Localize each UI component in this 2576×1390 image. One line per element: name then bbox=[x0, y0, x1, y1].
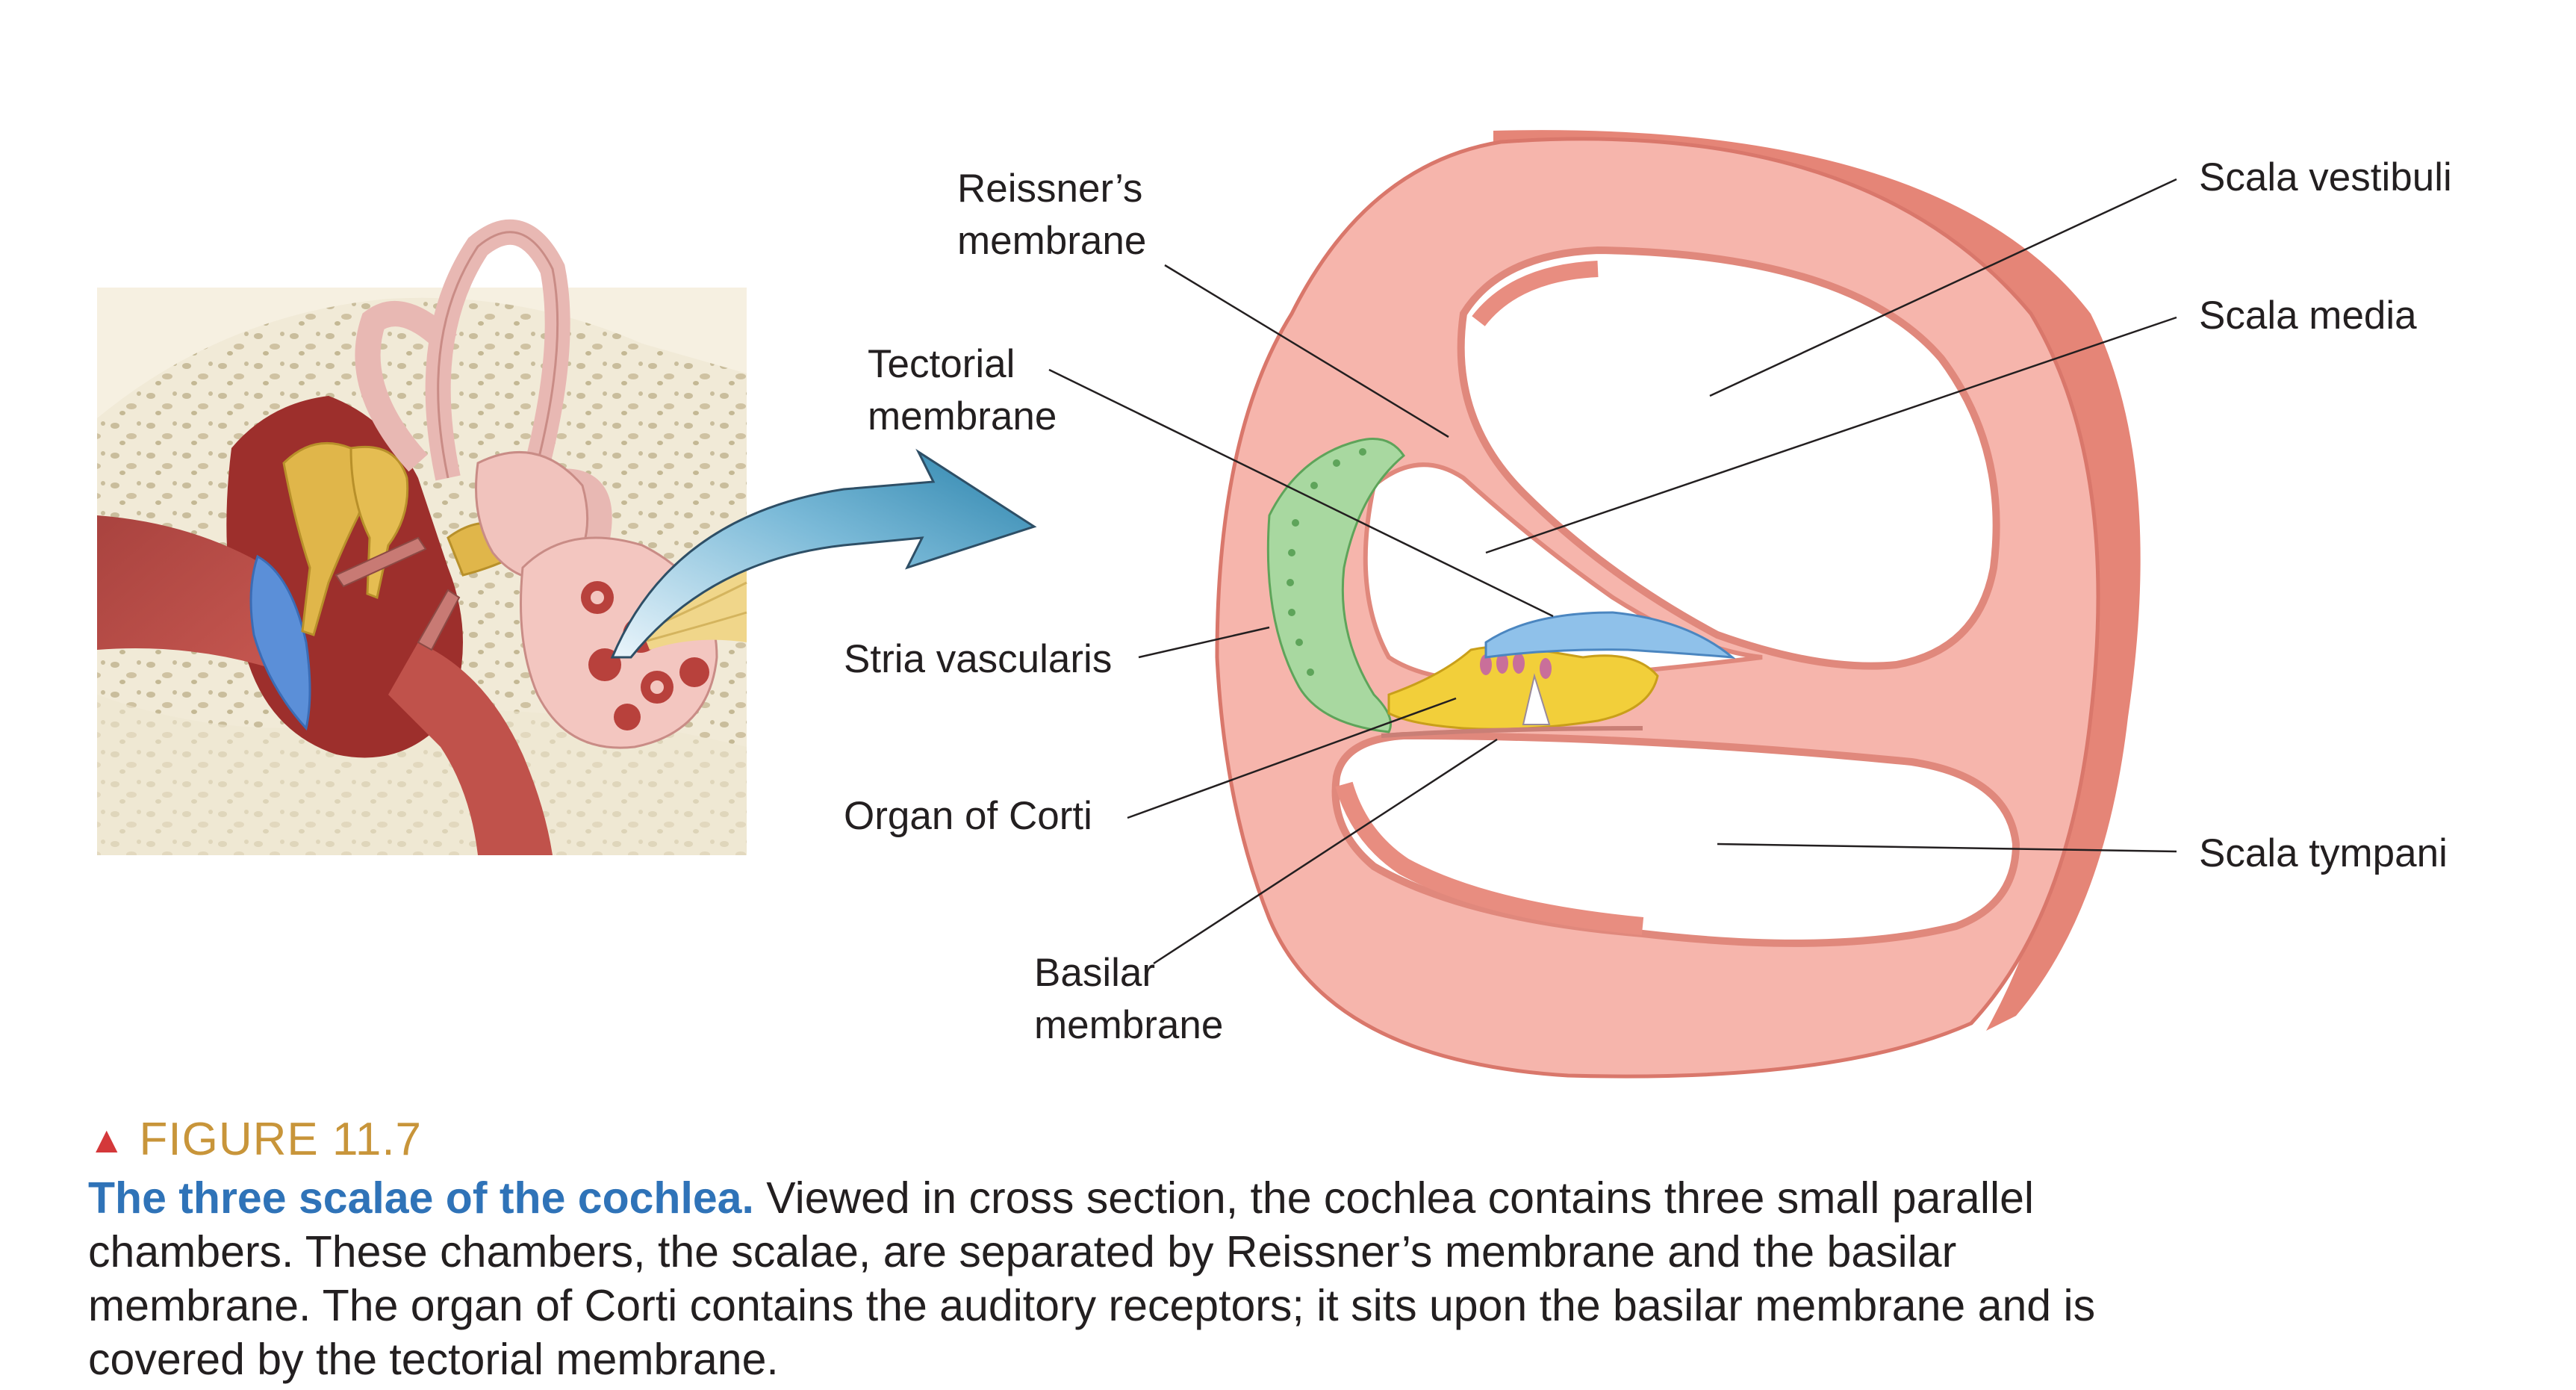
figure-number-text: FIGURE 11.7 bbox=[139, 1114, 423, 1165]
leader-tectorial bbox=[1048, 368, 1554, 618]
incus bbox=[349, 445, 409, 600]
label-line: Tectorial bbox=[868, 342, 1015, 386]
label-line: Reissner’s bbox=[957, 167, 1143, 211]
cochlea-cross-section bbox=[1215, 130, 2141, 1079]
figure-caption: The three scalae of the cochlea. Viewed … bbox=[88, 1171, 2104, 1386]
label-line: membrane bbox=[957, 219, 1147, 263]
label-line: Basilar bbox=[1034, 951, 1156, 995]
tectorial-membrane-tissue bbox=[1484, 611, 1736, 659]
basilar-membrane-tissue bbox=[1381, 726, 1643, 738]
label-scala-media: Scala media bbox=[2199, 294, 2417, 338]
bone-ridge bbox=[97, 288, 747, 418]
label-line: membrane bbox=[1034, 1003, 1224, 1047]
scala-vestibuli-chamber bbox=[1457, 246, 2000, 670]
vestibuli-inner-rim bbox=[1472, 261, 1599, 326]
inner-ear-inset bbox=[97, 219, 747, 855]
muscle bbox=[335, 536, 427, 588]
caption-lead: The three scalae of the cochlea. bbox=[88, 1173, 754, 1223]
hair-cells bbox=[1480, 653, 1552, 679]
curved-arrow-icon bbox=[610, 448, 1037, 659]
tympanic-membrane bbox=[249, 554, 311, 731]
label-scala-vestibuli: Scala vestibuli bbox=[2199, 155, 2452, 199]
label-reissners-membrane: Reissner’s membrane bbox=[957, 163, 1146, 267]
stria-vascularis-tissue bbox=[1266, 438, 1405, 733]
label-line: membrane bbox=[868, 394, 1057, 438]
stria-cells bbox=[1287, 448, 1366, 676]
scala-tympani-chamber bbox=[1331, 731, 2020, 947]
leader-tympani bbox=[1717, 843, 2177, 853]
leader-corti bbox=[1127, 697, 1457, 819]
label-tectorial-membrane: Tectorial membrane bbox=[868, 338, 1057, 443]
red-triangle-icon: ▲ bbox=[88, 1119, 126, 1161]
figure-number: ▲ FIGURE 11.7 bbox=[88, 1113, 422, 1167]
label-basilar-membrane: Basilar membrane bbox=[1034, 947, 1223, 1052]
eustachian-tube bbox=[388, 642, 553, 855]
malleus bbox=[282, 441, 366, 636]
caption-body: Viewed in cross section, the cochlea con… bbox=[88, 1173, 2096, 1384]
label-organ-of-corti: Organ of Corti bbox=[844, 794, 1092, 838]
label-scala-tympani: Scala tympani bbox=[2199, 831, 2448, 875]
tympani-inner-rim bbox=[1335, 781, 1644, 935]
leader-vestibuli bbox=[1709, 178, 2177, 397]
tunnel-of-corti bbox=[1522, 673, 1551, 725]
leader-stria bbox=[1138, 626, 1270, 659]
label-stria-vascularis: Stria vascularis bbox=[844, 637, 1113, 681]
leader-basilar bbox=[1153, 738, 1498, 965]
leader-media bbox=[1485, 316, 2177, 554]
muscle bbox=[417, 589, 461, 651]
leader-lines bbox=[1048, 178, 2177, 965]
organ-of-corti-tissue bbox=[1387, 645, 1659, 730]
leader-reissner bbox=[1164, 264, 1449, 438]
ear-canal bbox=[97, 515, 284, 672]
